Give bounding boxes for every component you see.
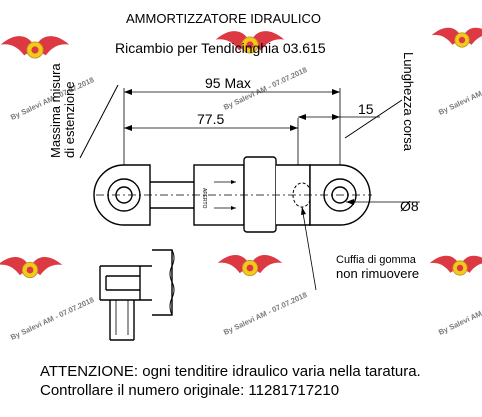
dimension-max-length: 95 Max	[123, 75, 341, 170]
max-extension-label: Massima misura di estenzione	[48, 63, 77, 158]
body-text: APERTO	[201, 188, 207, 208]
leader-line-left	[79, 84, 119, 159]
svg-text:Massima misura: Massima misura	[48, 63, 63, 158]
leader-line-right	[344, 99, 403, 139]
stroke-length-label: Lunghezza corsa	[401, 52, 416, 152]
svg-text:77.5: 77.5	[197, 111, 224, 127]
drawing-title: AMMORTIZZATORE IDRAULICO	[126, 11, 321, 26]
svg-text:non rimuovere: non rimuovere	[336, 266, 419, 281]
hole-diameter-callout: Ø8	[346, 198, 420, 214]
dimension-stroke: 15	[298, 101, 380, 120]
svg-text:95 Max: 95 Max	[205, 75, 251, 91]
boot-note: Cuffia di gomma non rimuovere	[301, 206, 419, 291]
eye-section-detail	[99, 249, 175, 341]
svg-text:di estenzione: di estenzione	[62, 81, 77, 158]
svg-text:By Salevi AM - 07.07.2018: By Salevi AM - 07.07.2018	[437, 70, 482, 117]
svg-text:By Salevi AM - 07.07.2018: By Salevi AM - 07.07.2018	[9, 295, 95, 342]
shock-absorber: APERTO	[93, 156, 372, 233]
svg-text:Cuffia di gomma: Cuffia di gomma	[336, 254, 417, 266]
drawing-subtitle: Ricambio per Tendicinghia 03.615	[115, 40, 326, 56]
svg-text:15: 15	[358, 101, 374, 117]
svg-text:By Salevi AM - 07.07.2018: By Salevi AM - 07.07.2018	[222, 290, 308, 337]
svg-text:Ø8: Ø8	[400, 198, 419, 214]
warning-text: ATTENZIONE: ogni tenditire idraulico var…	[40, 363, 421, 380]
check-number-text: Controllare il numero originale: 1128171…	[40, 382, 340, 399]
svg-text:By Salevi AM - 07.07.2018: By Salevi AM - 07.07.2018	[437, 290, 482, 337]
dimension-center-length: 77.5	[124, 111, 299, 170]
